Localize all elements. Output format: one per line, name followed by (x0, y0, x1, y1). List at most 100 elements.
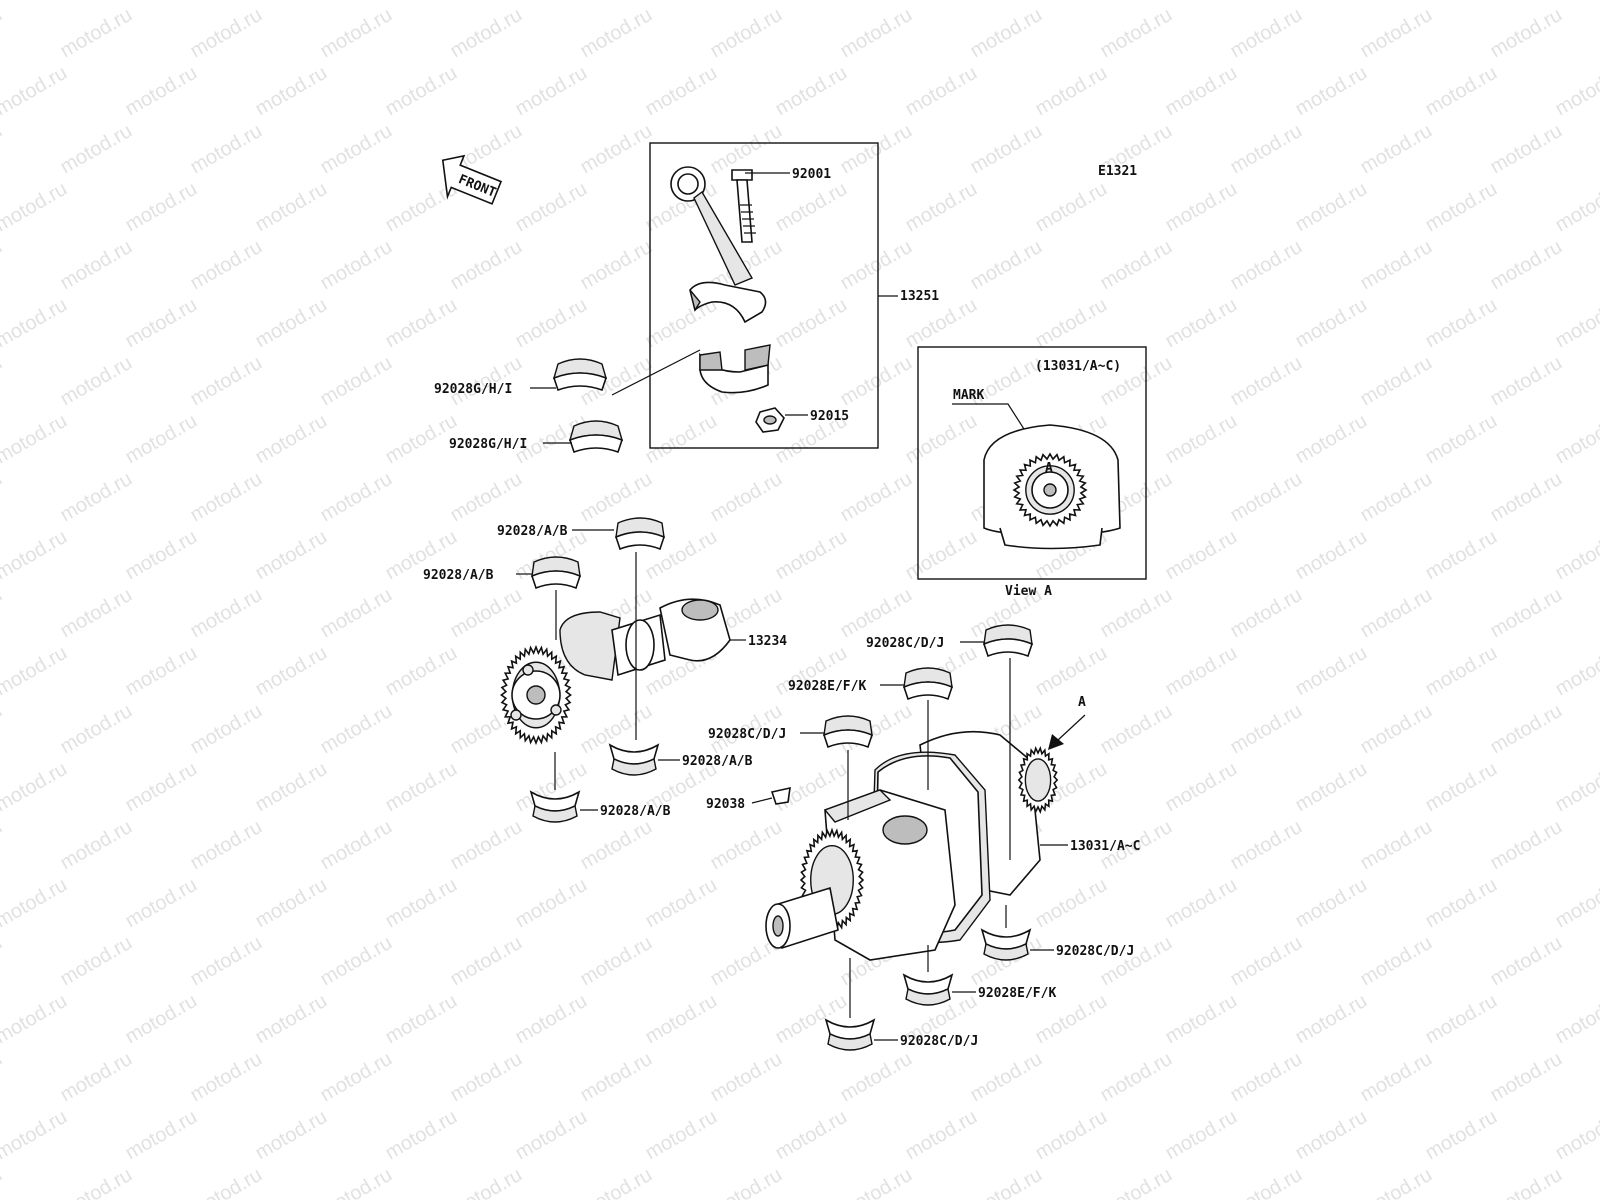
label-92028cdj-3: 92028C/D/J (1056, 944, 1134, 959)
watermark-text: motod.ru (512, 62, 591, 121)
watermark-text: motod.ru (707, 468, 786, 527)
watermark-text: motod.ru (1227, 468, 1306, 527)
rod-nut (755, 407, 785, 433)
watermark-text: motod.ru (577, 4, 656, 63)
view-a-box (917, 346, 1147, 580)
watermark-text: motod.ru (57, 120, 136, 179)
crank-bearing-shell-4 (980, 928, 1032, 961)
watermark-text: motod.ru (57, 352, 136, 411)
watermark-text: motod.ru (252, 758, 331, 817)
watermark-text: motod.ru (122, 0, 201, 4)
watermark-text: motod.ru (1032, 874, 1111, 933)
watermark-text: motod.ru (1097, 584, 1176, 643)
watermark-text: motod.ru (122, 642, 201, 701)
watermark-text: motod.ru (837, 120, 916, 179)
watermark-text: motod.ru (512, 1106, 591, 1165)
watermark-text: motod.ru (0, 236, 6, 295)
watermark-text: motod.ru (57, 1048, 136, 1107)
watermark-text: motod.ru (837, 1048, 916, 1107)
watermark-text: motod.ru (187, 700, 266, 759)
watermark-text: motod.ru (1227, 1048, 1306, 1107)
watermark-text: motod.ru (1162, 990, 1241, 1049)
watermark-text: motod.ru (187, 4, 266, 63)
watermark-text: motod.ru (187, 236, 266, 295)
watermark-text: motod.ru (902, 178, 981, 237)
watermark-text: motod.ru (252, 874, 331, 933)
watermark-text: motod.ru (1292, 294, 1371, 353)
watermark-text: motod.ru (252, 526, 331, 585)
watermark-text: motod.ru (1552, 178, 1600, 237)
watermark-text: motod.ru (1487, 4, 1566, 63)
label-92028ab-2: 92028/A/B (423, 568, 494, 583)
watermark-text: motod.ru (1162, 642, 1241, 701)
label-92028cdj-4: 92028C/D/J (900, 1034, 978, 1049)
rod-bolt (731, 169, 756, 243)
watermark-text: motod.ru (577, 1048, 656, 1107)
watermark-text: motod.ru (252, 178, 331, 237)
rod-bearing-shell-2 (568, 420, 624, 454)
watermark-text: motod.ru (1552, 642, 1600, 701)
watermark-text: motod.ru (0, 294, 71, 353)
crankshaft (765, 730, 1059, 961)
watermark-text: motod.ru (1162, 294, 1241, 353)
view-a-crank-end: A (983, 424, 1121, 550)
watermark-text: motod.ru (707, 816, 786, 875)
watermark-text: motod.ru (57, 584, 136, 643)
watermark-text: motod.ru (1292, 758, 1371, 817)
label-13251: 13251 (900, 289, 939, 304)
watermark-text: motod.ru (447, 1164, 526, 1200)
diagram-code: E1321 (1098, 164, 1137, 179)
label-92028ab-1: 92028/A/B (497, 524, 568, 539)
watermark-text: motod.ru (837, 584, 916, 643)
watermark-text: motod.ru (1422, 758, 1501, 817)
watermark-text: motod.ru (967, 4, 1046, 63)
watermark-text: motod.ru (1552, 758, 1600, 817)
watermark-text: motod.ru (57, 932, 136, 991)
watermark-text: motod.ru (707, 4, 786, 63)
label-92028ab-4: 92028/A/B (600, 804, 671, 819)
watermark-text: motod.ru (707, 1164, 786, 1200)
watermark-text: motod.ru (317, 816, 396, 875)
watermark-text: motod.ru (1162, 874, 1241, 933)
watermark-text: motod.ru (1422, 410, 1501, 469)
watermark-text: motod.ru (0, 1048, 6, 1107)
label-13031: 13031/A~C (1070, 839, 1140, 854)
watermark-text: motod.ru (512, 874, 591, 933)
watermark-text: motod.ru (1292, 410, 1371, 469)
arrow-a-label: A (1078, 695, 1086, 710)
watermark-text: motod.ru (902, 62, 981, 121)
view-a-mark-label: MARK (953, 388, 984, 403)
watermark-text: motod.ru (187, 468, 266, 527)
watermark-text: motod.ru (837, 236, 916, 295)
watermark-text: motod.ru (1422, 642, 1501, 701)
label-92028ghi-2: 92028G/H/I (449, 437, 527, 452)
watermark-text: motod.ru (1292, 990, 1371, 1049)
watermark-text: motod.ru (837, 352, 916, 411)
watermark-text: motod.ru (1487, 1048, 1566, 1107)
watermark-text: motod.ru (1422, 62, 1501, 121)
crank-bearing-shell-1 (983, 624, 1033, 658)
watermark-text: motod.ru (1357, 4, 1436, 63)
watermark-text: motod.ru (57, 1164, 136, 1200)
watermark-text: motod.ru (1422, 1106, 1501, 1165)
watermark-text: motod.ru (1357, 120, 1436, 179)
watermark-text: motod.ru (1227, 1164, 1306, 1200)
connecting-rod (670, 166, 767, 324)
watermark-text: motod.ru (1552, 1106, 1600, 1165)
watermark-text: motod.ru (0, 584, 6, 643)
watermark-text: motod.ru (317, 120, 396, 179)
watermark-text: motod.ru (1357, 1164, 1436, 1200)
watermark-text: motod.ru (447, 4, 526, 63)
watermark-text: motod.ru (1227, 700, 1306, 759)
watermark-text: motod.ru (0, 178, 71, 237)
label-92001: 92001 (792, 167, 831, 182)
watermark-text: motod.ru (512, 294, 591, 353)
watermark-text: motod.ru (382, 874, 461, 933)
watermark-text: motod.ru (0, 410, 71, 469)
watermark-text: motod.ru (1227, 236, 1306, 295)
watermark-text: motod.ru (252, 294, 331, 353)
watermark-text: motod.ru (642, 410, 721, 469)
watermark-text: motod.ru (1227, 120, 1306, 179)
watermark-text: motod.ru (0, 526, 71, 585)
